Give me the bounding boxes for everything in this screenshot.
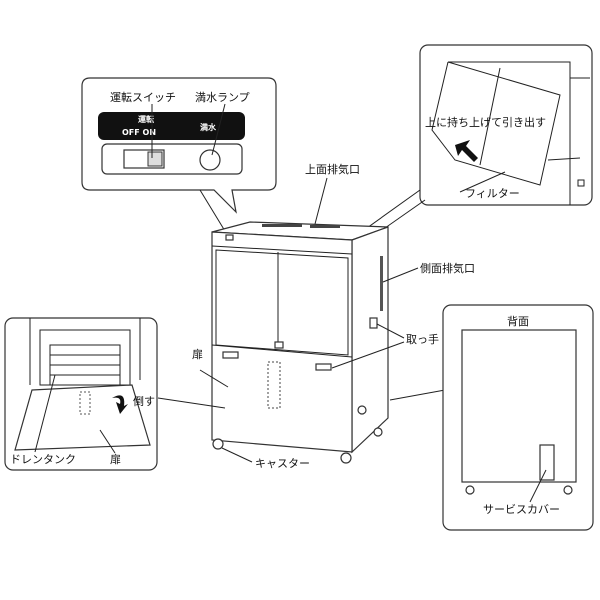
run-switch-label: 運転スイッチ <box>110 91 176 104</box>
main-unit <box>211 221 389 464</box>
top-exhaust-label: 上面排気口 <box>305 162 360 176</box>
panel-face <box>98 112 245 140</box>
full-water-lamp-label: 満水ランプ <box>195 91 250 104</box>
panel-run-text: 運転 <box>138 114 154 124</box>
side-exhaust-label: 側面排気口 <box>420 261 475 275</box>
side-vent <box>380 256 383 311</box>
filter-label: フィルター <box>465 187 520 200</box>
lift-pull-label: 上に持ち上げて引き出す <box>425 115 546 129</box>
door-label: 扉 <box>192 348 203 361</box>
door-open-label: 扉 <box>110 453 121 466</box>
control-panel-callout: 運転スイッチ 満水ランプ 運転 OFF ON 満水 <box>81 77 277 237</box>
caster-label: キャスター <box>255 457 310 470</box>
drain-tank-label: ドレンタンク <box>10 453 76 466</box>
service-cover[interactable] <box>539 444 555 481</box>
drain-tank-callout: 倒す ドレンタンク 扉 <box>4 317 158 471</box>
panel-off-on-text: OFF ON <box>122 128 156 137</box>
full-water-lamp <box>199 149 221 171</box>
front-handle-left[interactable] <box>222 351 239 359</box>
arrow-up-left-icon <box>455 140 478 162</box>
service-cover-label: サービスカバー <box>483 503 560 516</box>
handle-label: 取っ手 <box>406 332 439 346</box>
side-handle[interactable] <box>369 317 378 329</box>
panel-full-text: 満水 <box>200 122 217 132</box>
control-panel[interactable] <box>225 234 234 241</box>
tilt-arrow-icon <box>112 395 128 414</box>
filter-callout: 上に持ち上げて引き出す フィルター <box>324 44 593 264</box>
back-callout: 背面 サービスカバー <box>442 304 594 531</box>
tilt-label: 倒す <box>133 395 155 408</box>
front-handle-right[interactable] <box>315 363 332 371</box>
back-label: 背面 <box>507 314 529 328</box>
